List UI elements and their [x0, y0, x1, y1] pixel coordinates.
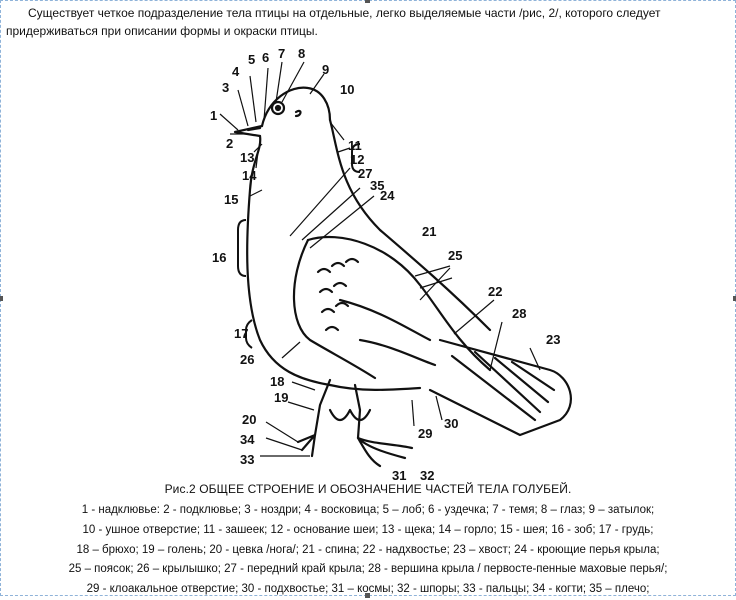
label-13: 13 [240, 150, 254, 165]
label-31: 31 [392, 468, 406, 480]
label-24: 24 [380, 188, 395, 203]
label-11: 11 [348, 138, 362, 153]
label-3: 3 [222, 80, 229, 95]
label-22: 22 [488, 284, 502, 299]
label-23: 23 [546, 332, 560, 347]
pigeon-figure: 1 2 3 4 5 6 7 8 9 10 11 12 13 14 15 16 1… [190, 40, 610, 483]
label-4: 4 [232, 64, 240, 79]
label-1: 1 [210, 108, 217, 123]
label-29: 29 [418, 426, 432, 441]
label-20: 20 [242, 412, 256, 427]
pigeon-drawing: 1 2 3 4 5 6 7 8 9 10 11 12 13 14 15 16 1… [210, 46, 572, 483]
label-2: 2 [226, 136, 233, 151]
label-30: 30 [444, 416, 458, 431]
label-32: 32 [420, 468, 434, 480]
legend-line: 18 – брюхо; 19 – голень; 20 - цевка /ног… [76, 543, 660, 556]
label-35: 35 [370, 178, 384, 193]
resize-handle-left[interactable] [0, 296, 3, 301]
legend-line: 29 - клоакальное отверстие; 30 - подхвос… [86, 583, 650, 596]
legend-line: 1 - надклювье: 2 - подклювье; 3 - ноздри… [81, 504, 655, 516]
label-25: 25 [448, 248, 462, 263]
label-12: 12 [350, 152, 364, 167]
label-10: 10 [340, 82, 354, 97]
label-26: 26 [240, 352, 254, 367]
label-8: 8 [298, 46, 305, 61]
label-6: 6 [262, 50, 269, 65]
intro-paragraph: Существует четкое подразделение тела пти… [6, 6, 661, 38]
resize-handle-right[interactable] [733, 296, 736, 301]
figure-caption: Рис.2 ОБЩЕЕ СТРОЕНИЕ И ОБОЗНАЧЕНИЕ ЧАСТЕ… [164, 482, 572, 496]
label-7: 7 [278, 46, 285, 61]
label-16: 16 [212, 250, 226, 265]
legend-line: 10 - ушное отверстие; 11 - зашеек; 12 - … [82, 523, 654, 536]
label-17: 17 [234, 326, 248, 341]
legend-line: 25 – поясок; 26 – крылышко; 27 - передни… [68, 563, 668, 576]
figure-legend: 1 - надклювье: 2 - подклювье; 3 - ноздри… [0, 501, 736, 600]
label-5: 5 [248, 52, 255, 67]
label-27: 27 [358, 166, 372, 181]
label-15: 15 [224, 192, 238, 207]
resize-handle-top[interactable] [365, 0, 370, 3]
label-21: 21 [422, 224, 436, 239]
label-19: 19 [274, 390, 288, 405]
label-33: 33 [240, 452, 254, 467]
label-28: 28 [512, 306, 526, 321]
label-34: 34 [240, 432, 255, 447]
label-18: 18 [270, 374, 284, 389]
label-9: 9 [322, 62, 329, 77]
label-14: 14 [242, 168, 257, 183]
